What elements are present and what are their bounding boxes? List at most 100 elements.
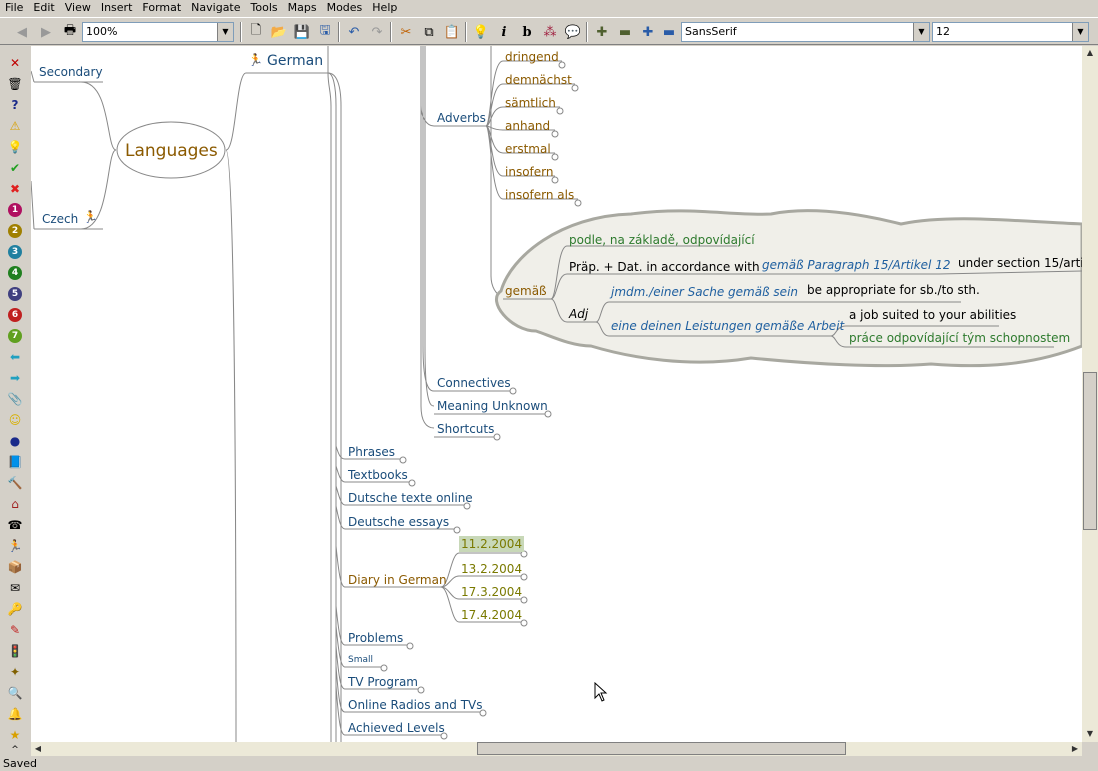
pencil-icon[interactable]: ✎: [9, 623, 21, 637]
font-family-select[interactable]: SansSerif ▼: [681, 22, 930, 42]
save-icon[interactable]: 💾: [293, 24, 311, 40]
node-color-icon[interactable]: ⁂: [543, 24, 557, 40]
undo-icon[interactable]: ↶: [348, 24, 360, 40]
menu-navigate[interactable]: Navigate: [191, 1, 241, 14]
warning-icon[interactable]: ⚠: [9, 119, 21, 133]
home-icon[interactable]: ⌂: [11, 497, 19, 511]
italic-icon[interactable]: i: [501, 24, 507, 40]
zoom-select[interactable]: 100% ▼: [82, 22, 234, 42]
node-gemass-adj[interactable]: Adj: [569, 307, 589, 321]
node-problems[interactable]: Problems: [348, 631, 404, 645]
node-small[interactable]: Small: [348, 655, 373, 665]
node-gemass-adj-translation-2b[interactable]: práce odpovídající tým schopnostem: [849, 331, 1071, 345]
priority-2-icon[interactable]: 2: [6, 222, 24, 240]
node-gemass-adj-example-1[interactable]: jmdm./einer Sache gemäß sein: [611, 285, 799, 299]
node-adverb-6[interactable]: insofern als: [505, 188, 575, 202]
node-gemass-prep-example[interactable]: gemäß Paragraph 15/Artikel 12: [762, 258, 951, 272]
node-adverb-0[interactable]: dringend: [505, 50, 559, 64]
menu-view[interactable]: View: [64, 1, 91, 14]
phone-icon[interactable]: ☎: [7, 518, 23, 532]
trash-icon[interactable]: 🗑: [7, 77, 23, 91]
node-tv-program[interactable]: TV Program: [348, 675, 418, 689]
horizontal-scroll-thumb[interactable]: [477, 742, 846, 755]
node-gemass-adj-translation-2a[interactable]: a job suited to your abilities: [849, 308, 1017, 322]
menu-file[interactable]: File: [5, 1, 24, 14]
paste-icon[interactable]: 📋: [443, 24, 461, 40]
node-adverbs[interactable]: Adverbs: [437, 111, 486, 125]
vertical-scroll-thumb[interactable]: [1083, 372, 1097, 530]
star-icon[interactable]: ★: [9, 728, 21, 742]
node-diary-date[interactable]: 13.2.2004: [461, 562, 523, 576]
node-gemass-translation[interactable]: podle, na základě, odpovídající: [569, 233, 755, 247]
wand-icon[interactable]: ✦: [9, 665, 21, 679]
cut-icon[interactable]: ✂: [400, 24, 412, 40]
print-icon[interactable]: 🖶: [63, 23, 77, 38]
node-adverb-3[interactable]: anhand: [505, 119, 551, 133]
node-dutsche-texte[interactable]: Dutsche texte online: [348, 491, 473, 505]
lightbulb-icon[interactable]: 💡: [472, 24, 490, 40]
back-icon[interactable]: ◀: [17, 24, 27, 40]
forward-icon[interactable]: ▶: [41, 24, 51, 40]
remove-icon[interactable]: ✕: [9, 56, 21, 70]
new-map-icon[interactable]: 🗋: [250, 23, 262, 38]
expand-icon[interactable]: ✚: [642, 24, 654, 40]
package-icon[interactable]: 📦: [7, 560, 23, 574]
menu-maps[interactable]: Maps: [287, 1, 317, 14]
scroll-down-icon[interactable]: ▼: [1086, 729, 1094, 738]
node-deutsche-essays[interactable]: Deutsche essays: [348, 515, 450, 529]
magnifier-icon[interactable]: 🔍: [7, 686, 23, 700]
checkmark-icon[interactable]: ✔: [9, 161, 21, 175]
horizontal-scrollbar[interactable]: ◀ ▶: [31, 742, 1082, 756]
collapse-icon[interactable]: ▬: [662, 24, 676, 40]
menu-edit[interactable]: Edit: [33, 1, 55, 14]
node-adverb-4[interactable]: erstmal: [505, 142, 551, 156]
question-icon[interactable]: ?: [11, 98, 19, 112]
more-icons-icon[interactable]: ^: [11, 745, 19, 755]
node-diary-in-german[interactable]: Diary in German: [348, 573, 447, 587]
redo-icon[interactable]: ↷: [371, 24, 383, 40]
node-root-languages[interactable]: Languages: [125, 141, 218, 161]
zoom-in-icon[interactable]: ✚: [596, 24, 608, 40]
node-gemass-prep-translation[interactable]: under section 15/article: [958, 256, 1082, 270]
menu-help[interactable]: Help: [372, 1, 398, 14]
priority-4-icon[interactable]: 4: [6, 264, 24, 282]
cloud-icon[interactable]: 💬: [564, 24, 582, 40]
menu-insert[interactable]: Insert: [100, 1, 133, 14]
node-german[interactable]: German: [267, 53, 324, 69]
book-icon[interactable]: 📘: [7, 455, 23, 469]
stop-icon[interactable]: 🚦: [7, 644, 23, 658]
node-gemass-prep[interactable]: Präp. + Dat. in accordance with: [569, 260, 760, 274]
node-shortcuts[interactable]: Shortcuts: [437, 422, 495, 436]
node-diary-date[interactable]: 17.4.2004: [461, 608, 523, 622]
priority-3-icon[interactable]: 3: [6, 243, 24, 261]
node-meaning-unknown[interactable]: Meaning Unknown: [437, 399, 548, 413]
menu-tools[interactable]: Tools: [250, 1, 278, 14]
smiley-icon[interactable]: ☺: [8, 413, 22, 427]
key-icon[interactable]: 🔑: [7, 602, 23, 616]
attachment-icon[interactable]: 📎: [7, 392, 23, 406]
back-arrow-icon[interactable]: ⬅: [9, 350, 21, 364]
menu-modes[interactable]: Modes: [326, 1, 363, 14]
idea-icon[interactable]: 💡: [7, 140, 23, 154]
node-connectives[interactable]: Connectives: [437, 376, 511, 390]
bold-icon[interactable]: b: [522, 24, 532, 40]
menu-format[interactable]: Format: [142, 1, 182, 14]
scroll-up-icon[interactable]: ▲: [1086, 48, 1094, 57]
node-gemass-adj-translation-1[interactable]: be appropriate for sb./to sth.: [807, 283, 980, 297]
hammer-icon[interactable]: 🔨: [7, 476, 23, 490]
node-czech[interactable]: Czech: [42, 212, 79, 226]
forward-arrow-icon[interactable]: ➡: [9, 371, 21, 385]
node-adverb-2[interactable]: sämtlich: [505, 96, 556, 110]
priority-6-icon[interactable]: 6: [6, 306, 24, 324]
node-textbooks[interactable]: Textbooks: [348, 468, 408, 482]
node-phrases[interactable]: Phrases: [348, 445, 396, 459]
node-secondary[interactable]: Secondary: [39, 65, 103, 79]
vertical-scrollbar[interactable]: ▲ ▼: [1082, 46, 1098, 742]
mind-map-canvas[interactable]: Secondary Czech 🏃 Languages 🏃 German Adv…: [31, 46, 1082, 742]
cancel-icon[interactable]: ✖: [9, 182, 21, 196]
priority-7-icon[interactable]: 7: [6, 327, 24, 345]
mail-icon[interactable]: ✉: [9, 581, 21, 595]
bomb-icon[interactable]: ●: [9, 434, 21, 448]
node-online-radios[interactable]: Online Radios and TVs: [348, 698, 483, 712]
person-icon[interactable]: 🏃: [7, 539, 23, 553]
